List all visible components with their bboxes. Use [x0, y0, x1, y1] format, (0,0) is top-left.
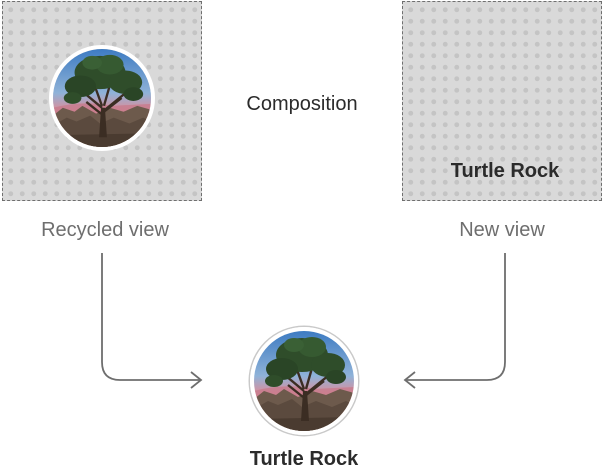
right-arrow [406, 253, 506, 381]
recycled-view-label: Recycled view [41, 219, 169, 241]
right-arrowhead-icon [403, 371, 416, 389]
left-arrow [101, 253, 200, 381]
composition-label: Composition [246, 93, 358, 115]
tree-landscape-photo-icon [254, 331, 354, 431]
new-view-box [402, 1, 602, 201]
left-arrowhead-icon [190, 371, 203, 389]
tree-landscape-photo-icon [53, 49, 151, 147]
result-image [250, 327, 358, 435]
result-title: Turtle Rock [249, 448, 359, 470]
recycled-view-image [49, 45, 155, 151]
new-view-title: Turtle Rock [450, 160, 560, 182]
new-view-label: New view [459, 219, 545, 241]
